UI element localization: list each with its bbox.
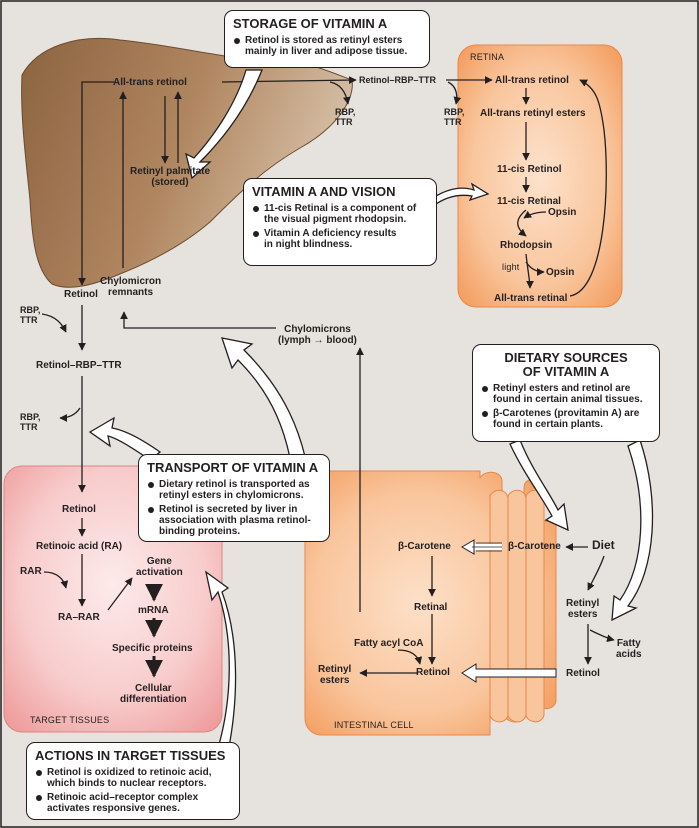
dietary-callout-bullet-2: β-Carotenes (provitamin A) are found in … xyxy=(481,408,651,430)
actions-callout: ACTIONS IN TARGET TISSUES Retinol is oxi… xyxy=(26,742,240,820)
outside-retinol-label: Retinol xyxy=(566,668,600,679)
retina-all-trans-retinyl-esters: All-trans retinyl esters xyxy=(480,108,586,119)
retinol-rbp-ttr-top-label: Retinol–RBP–TTR xyxy=(359,75,437,85)
opsin-in-label: Opsin xyxy=(548,207,577,218)
intestinal-retinol-label: Retinol xyxy=(416,667,450,678)
transport-callout-bullet-2: Retinol is secreted by liver in associat… xyxy=(147,504,321,537)
ra-rar-label: RA–RAR xyxy=(58,612,100,623)
liver-retinol-label: Retinol xyxy=(64,289,98,300)
retinoic-acid-label: Retinoic acid (RA) xyxy=(36,541,123,552)
retina-all-trans-retinol: All-trans retinol xyxy=(495,75,569,86)
retinyl-palmitate-label: Retinyl palmitate (stored) xyxy=(130,166,211,188)
storage-callout-title: STORAGE OF VITAMIN A xyxy=(233,16,388,31)
specific-proteins-label: Specific proteins xyxy=(112,643,193,654)
rbp-ttr-retina-label: RBP, TTR xyxy=(444,107,465,127)
rbp-ttr-left-upper-label: RBP, TTR xyxy=(20,305,41,325)
target-tissues-title: TARGET TISSUES xyxy=(30,715,110,725)
transport-callout-title: TRANSPORT OF VITAMIN A xyxy=(147,460,319,475)
actions-callout-bullet-1: Retinol is oxidized to retinoic acid, wh… xyxy=(35,767,231,789)
retinyl-esters-outside-label: Retinyl esters xyxy=(566,598,600,620)
liver-shape xyxy=(21,38,353,288)
retinol-rbp-ttr-left-label: Retinol–RBP–TTR xyxy=(36,360,122,371)
storage-callout-bullet: Retinol is stored as retinyl esters main… xyxy=(233,35,421,57)
opsin-out-label: Opsin xyxy=(546,267,575,278)
chylomicrons-label: Chylomicrons (lymph → blood) xyxy=(278,324,357,346)
light-label: light xyxy=(502,262,520,272)
retina-all-trans-retinal: All-trans retinal xyxy=(494,293,568,304)
retina-rhodopsin: Rhodopsin xyxy=(500,240,553,251)
dietary-callout: DIETARY SOURCES OF VITAMIN A Retinyl est… xyxy=(472,344,660,442)
beta-carotene-outside-label: β-Carotene xyxy=(508,541,561,552)
rar-label: RAR xyxy=(20,566,42,577)
gene-activation-label: Gene activation xyxy=(136,556,183,578)
transport-callout: TRANSPORT OF VITAMIN A Dietary retinol i… xyxy=(138,454,330,542)
cellular-differentiation-label: Cellular differentiation xyxy=(120,683,187,705)
vision-callout: VITAMIN A AND VISION 11-cis Retinal is a… xyxy=(243,178,437,266)
rbp-ttr-left-lower-label: RBP, TTR xyxy=(20,412,41,432)
fatty-acids-label: Fatty acids xyxy=(616,638,642,660)
mrna-label: mRNA xyxy=(138,605,169,616)
retina-shape xyxy=(457,44,623,308)
liver-all-trans-retinol-label: All-trans retinol xyxy=(113,77,187,88)
target-retinol-label: Retinol xyxy=(62,504,96,515)
vision-callout-title: VITAMIN A AND VISION xyxy=(252,184,396,199)
retinal-label: Retinal xyxy=(414,602,448,613)
fatty-acyl-coa-label: Fatty acyl CoA xyxy=(354,638,424,649)
rbp-ttr-liver-label: RBP, TTR xyxy=(335,107,356,127)
retina-title: RETINA xyxy=(470,52,505,62)
storage-callout: STORAGE OF VITAMIN A Retinol is stored a… xyxy=(224,10,430,68)
beta-carotene-inside-label: β-Carotene xyxy=(398,541,451,552)
dietary-callout-title: DIETARY SOURCES OF VITAMIN A xyxy=(504,350,628,379)
transport-callout-bullet-1: Dietary retinol is transported as retiny… xyxy=(147,479,321,501)
intestinal-cell-title: INTESTINAL CELL xyxy=(334,720,414,730)
diet-label: Diet xyxy=(592,538,615,552)
actions-callout-bullet-2: Retinoic acid–receptor complex activates… xyxy=(35,792,231,814)
retina-11-cis-retinol: 11-cis Retinol xyxy=(497,164,562,175)
vision-callout-bullet-2: Vitamin A deficiency results in night bl… xyxy=(252,228,428,250)
vision-callout-bullet-1: 11-cis Retinal is a component of the vis… xyxy=(252,203,428,225)
chylomicron-remnants-label: Chylomicron remnants xyxy=(100,276,162,298)
retinyl-esters-inside-label: Retinyl esters xyxy=(318,664,352,686)
retina-11-cis-retinal: 11-cis Retinal xyxy=(497,196,561,207)
actions-callout-title: ACTIONS IN TARGET TISSUES xyxy=(35,748,226,763)
dietary-callout-bullet-1: Retinyl esters and retinol are found in … xyxy=(481,383,651,405)
